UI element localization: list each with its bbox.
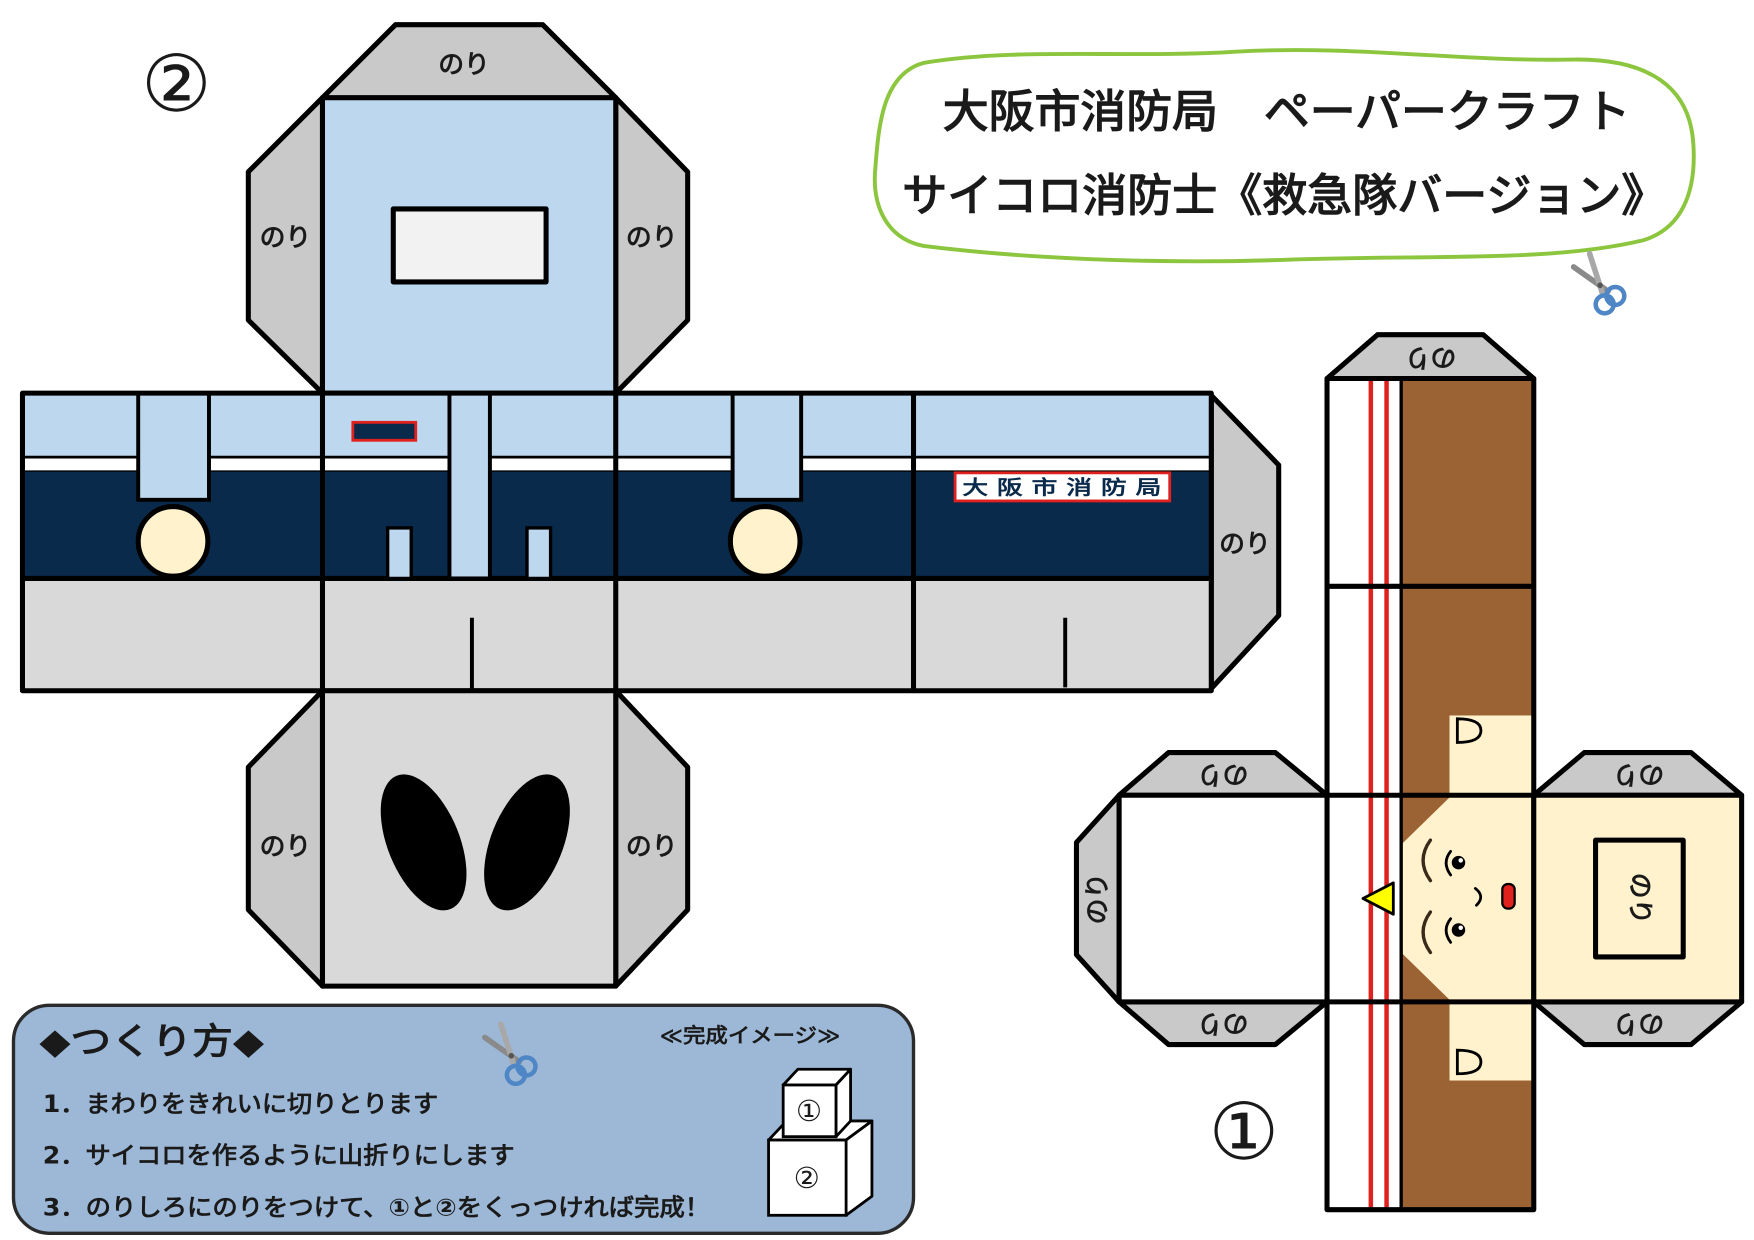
eye-lid-lower	[1444, 917, 1453, 944]
helmet-badge-triangle	[1361, 881, 1395, 916]
scissors-icon	[1570, 250, 1627, 316]
name-badge	[351, 420, 418, 442]
eye-lid-upper	[1444, 849, 1453, 877]
glue-tab-label: のり	[1612, 1008, 1664, 1038]
shoe-sole-left	[380, 774, 467, 911]
glue-tab-label: のり	[1083, 873, 1113, 925]
preview-label: ≪完成イメージ≫	[660, 1023, 841, 1047]
eye-upper	[1451, 855, 1466, 870]
head-left-face	[1116, 792, 1330, 1005]
glue-tab-label: のり	[260, 832, 312, 862]
pocket-left	[385, 526, 413, 581]
mouth	[1501, 882, 1516, 910]
body-band: 大 阪 市 消 防 局	[19, 390, 1214, 694]
glue-tab-label: のり	[1197, 1008, 1249, 1038]
glue-tab-label: のり	[1197, 759, 1249, 789]
title-banner: 大阪市消防局 ペーパークラフト サイコロ消防士《救急隊バージョン》	[872, 48, 1696, 316]
instructions-box	[11, 1003, 916, 1235]
eye-lower	[1451, 923, 1466, 937]
scissors-icon	[482, 1021, 538, 1087]
shoe-sole-right	[484, 774, 570, 911]
step-1: 1．まわりをきれいに切りとります	[43, 1090, 439, 1118]
step-3: 3．のりしろにのりをつけて、①と②をくっつければ完成！	[43, 1193, 710, 1221]
ear-lower	[1455, 1048, 1483, 1076]
glue-tab-label: のり	[626, 223, 678, 253]
net-2: ② のり のり のり のり	[19, 22, 1282, 989]
step-2: 2．サイコロを作るように山折りにします	[43, 1142, 515, 1170]
eyebrow-lower	[1421, 910, 1433, 955]
instructions-heading: ◆つくり方◆	[39, 1022, 264, 1063]
preview-cube-number: ①	[796, 1094, 822, 1128]
sleeve-left	[136, 391, 211, 502]
glue-tab-label: のり	[438, 50, 490, 80]
pocket-right	[525, 526, 553, 581]
eyebrow-upper	[1421, 838, 1433, 883]
glue-tab-label: のり	[260, 223, 312, 253]
glue-tab-label: のり	[1612, 759, 1664, 789]
glue-tab-label: のり	[1405, 342, 1457, 372]
preview-cube-number: ②	[794, 1161, 820, 1195]
neck-area-lower	[1449, 1001, 1534, 1081]
head-back-face	[1531, 792, 1745, 1005]
title-line-1: 大阪市消防局 ペーパークラフト	[943, 85, 1631, 138]
eye-highlight	[1458, 925, 1463, 930]
glue-tab-label: のり	[1219, 530, 1271, 560]
glue-area-box	[1593, 837, 1686, 960]
title-line-2: サイコロ消防士《救急隊バージョン》	[902, 169, 1666, 222]
helmet-window	[390, 206, 549, 285]
eye-highlight	[1458, 858, 1463, 863]
hand-left	[135, 504, 211, 579]
bottom-face-soles	[319, 688, 619, 989]
preview-cube-head: ①	[781, 1067, 852, 1139]
neck-area-upper	[1449, 715, 1534, 796]
nose	[1473, 887, 1483, 907]
hand-right	[727, 504, 803, 579]
glue-tab-label: のり	[626, 832, 678, 862]
instructions-panel: ◆つくり方◆ ≪完成イメージ≫ 1．まわりをきれいに切りとります 2．サイコロを…	[11, 1003, 916, 1235]
title-cloud-outline	[872, 48, 1696, 264]
sleeve-right	[730, 391, 804, 502]
back-label-box	[953, 471, 1172, 503]
net-1-number: ①	[1209, 1086, 1280, 1178]
glue-area-label: のり	[1624, 873, 1654, 925]
net-2-number: ②	[141, 38, 212, 130]
chest-strip	[447, 391, 492, 581]
back-label-text: 大 阪 市 消 防 局	[962, 476, 1161, 499]
net-1: のり のり のり のり のり のり	[1073, 332, 1745, 1213]
ear-upper	[1455, 717, 1483, 744]
